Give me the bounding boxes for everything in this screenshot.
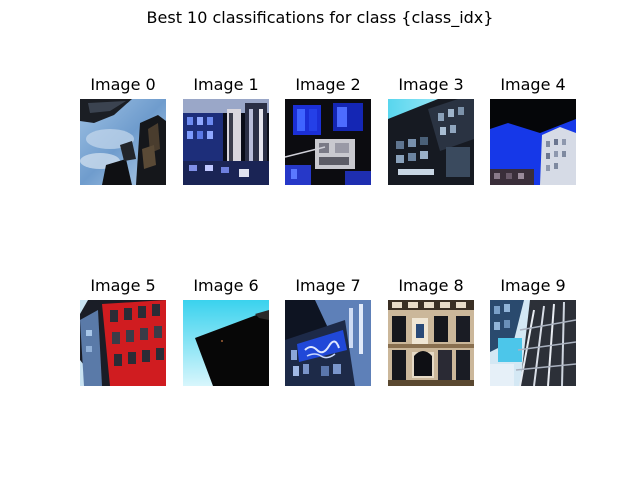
image-title-3: Image 3 <box>398 75 464 94</box>
image-thumbnail-2 <box>285 99 371 185</box>
image-thumbnail-0 <box>80 99 166 185</box>
image-thumbnail-6 <box>183 300 269 386</box>
image-title-2: Image 2 <box>295 75 361 94</box>
image-thumbnail-3 <box>388 99 474 185</box>
image-title-1: Image 1 <box>193 75 259 94</box>
image-thumbnail-9 <box>490 300 576 386</box>
image-title-6: Image 6 <box>193 276 259 295</box>
image-title-7: Image 7 <box>295 276 361 295</box>
image-title-4: Image 4 <box>500 75 566 94</box>
image-title-5: Image 5 <box>90 276 156 295</box>
image-thumbnail-8 <box>388 300 474 386</box>
image-thumbnail-5 <box>80 300 166 386</box>
image-title-0: Image 0 <box>90 75 156 94</box>
image-thumbnail-4 <box>490 99 576 185</box>
image-thumbnail-1 <box>183 99 269 185</box>
figure-title: Best 10 classifications for class {class… <box>146 8 494 27</box>
image-title-8: Image 8 <box>398 276 464 295</box>
image-thumbnail-7 <box>285 300 371 386</box>
image-title-9: Image 9 <box>500 276 566 295</box>
